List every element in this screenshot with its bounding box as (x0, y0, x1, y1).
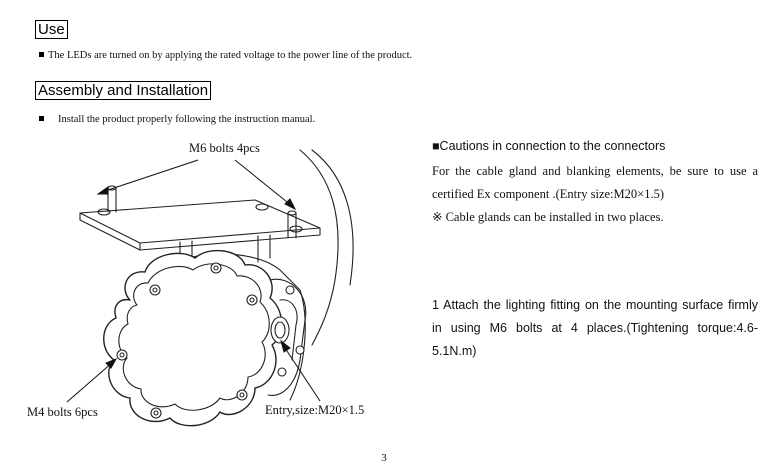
cautions-block: ■Cautions in connection to the connector… (432, 138, 758, 226)
assembly-text: Install the product properly following t… (58, 114, 316, 125)
use-text: The LEDs are turned on by applying the r… (48, 50, 413, 61)
assembly-text-line: Install the product properly following t… (39, 113, 315, 126)
use-text-line: The LEDs are turned on by applying the r… (39, 49, 412, 62)
cautions-body: For the cable gland and blanking element… (432, 164, 758, 201)
cautions-title: ■Cautions in connection to the connector… (432, 139, 666, 153)
cable-entry (270, 316, 290, 344)
label-m4-bolts: M4 bolts 6pcs (27, 405, 98, 419)
m6-bolt (287, 210, 297, 239)
step-1-text: 1 Attach the lighting fitting on the mou… (432, 298, 758, 358)
connector-housing (267, 278, 307, 396)
page-number: 3 (381, 452, 387, 464)
leader-line (282, 344, 321, 402)
front-flange (103, 249, 283, 427)
m4-bolts (116, 262, 258, 419)
cable-entry (274, 321, 286, 339)
connector-housing (279, 299, 298, 361)
cautions-note: ※ Cable glands can be installed in two p… (432, 210, 664, 224)
arrow-head-icon (284, 198, 297, 211)
arrow-head-icon (96, 186, 109, 195)
bullet-square-icon (39, 52, 44, 57)
leader-line (234, 159, 293, 207)
assembly-heading: Assembly and Installation (35, 81, 212, 100)
use-heading: Use (35, 20, 68, 39)
label-entry-size: Entry,size:M20×1.5 (265, 403, 365, 417)
wall-outline (299, 149, 339, 346)
plate-slot (255, 203, 269, 211)
leader-line (66, 361, 114, 403)
front-flange-inner (118, 263, 270, 411)
arrow-head-icon (280, 339, 291, 353)
label-m6-bolts: M6 bolts 4pcs (189, 141, 260, 155)
connector-bolts (277, 285, 305, 377)
arrow-head-icon (105, 358, 118, 369)
bullet-square-icon (39, 116, 44, 121)
leader-line (101, 159, 199, 193)
step-1-block: 1 Attach the lighting fitting on the mou… (432, 294, 758, 363)
wall-outline (311, 149, 354, 286)
plate-slot (97, 208, 111, 216)
